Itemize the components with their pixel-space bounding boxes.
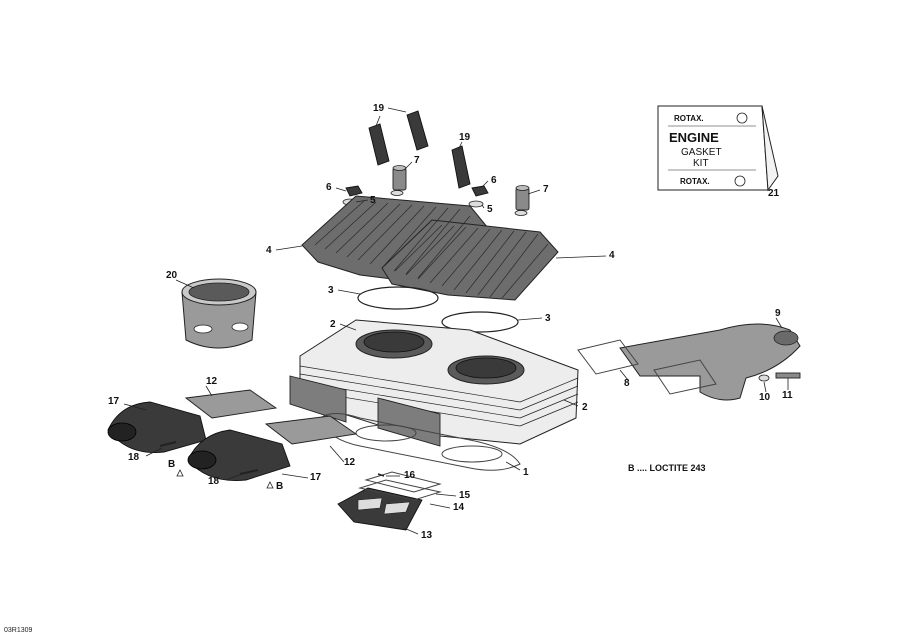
- gasket-kit-box: ROTAX. ENGINE GASKET KIT ROTAX.: [657, 105, 779, 192]
- leader-lines: [123, 107, 789, 535]
- kit-brand-top: ROTAX.: [674, 114, 704, 123]
- callout-11: 11: [782, 390, 793, 401]
- callout-b: B: [168, 459, 175, 470]
- loctite-icon: [176, 469, 184, 477]
- callout-4: 4: [609, 250, 615, 261]
- cylinder-heads: [301, 195, 559, 301]
- kit-title: ENGINE: [669, 130, 719, 145]
- callout-21: 21: [768, 188, 780, 199]
- callout-16: 16: [404, 470, 416, 481]
- nipple-parts: [368, 110, 471, 189]
- brand-logo-icon: [736, 112, 748, 124]
- callout-19: 19: [459, 132, 471, 143]
- callout-20: 20: [166, 270, 178, 281]
- intake-manifolds: [107, 401, 291, 481]
- cylinder-sleeve: [181, 278, 257, 349]
- callout-17: 17: [310, 472, 322, 483]
- callout-15: 15: [459, 490, 471, 501]
- loctite-note: B .... LOCTITE 243: [628, 463, 706, 473]
- callout-17: 17: [108, 396, 120, 407]
- base-gasket: [317, 413, 521, 471]
- o-rings: [357, 286, 519, 333]
- callout-7: 7: [543, 184, 549, 195]
- callout-4: 4: [266, 245, 272, 256]
- kit-brand-bottom: ROTAX.: [680, 177, 710, 186]
- callout-b: B: [276, 481, 283, 492]
- valve-cover-assembly: [337, 471, 442, 531]
- callout-5: 5: [487, 204, 493, 215]
- callout-10: 10: [759, 392, 771, 403]
- kit-subtitle-line2: KIT: [693, 158, 709, 169]
- callout-12: 12: [344, 457, 356, 468]
- callout-2: 2: [330, 319, 336, 330]
- callout-13: 13: [421, 530, 433, 541]
- callout-6: 6: [491, 175, 497, 186]
- callout-2: 2: [582, 402, 588, 413]
- drawing-code: 03R1309: [4, 627, 33, 634]
- callout-3: 3: [545, 313, 551, 324]
- callout-19: 19: [373, 103, 385, 114]
- kit-subtitle-line1: GASKET: [681, 147, 722, 158]
- cylinder-block: [289, 319, 579, 447]
- exhaust-manifold: [577, 323, 801, 401]
- callout-8: 8: [624, 378, 630, 389]
- callout-14: 14: [453, 502, 465, 513]
- callout-18: 18: [208, 476, 220, 487]
- callout-9: 9: [775, 308, 781, 319]
- callout-3: 3: [328, 285, 334, 296]
- callout-labels: 19 19 7 7 6 6 5 5 4 4 3 3 2 2 1 9 8 10 1…: [108, 103, 793, 541]
- brand-logo-icon: [734, 175, 746, 187]
- spacer-parts: [342, 165, 530, 216]
- callout-5: 5: [370, 195, 376, 206]
- callout-6: 6: [326, 182, 332, 193]
- callout-7: 7: [414, 155, 420, 166]
- screws: [159, 441, 274, 489]
- reed-valves: [184, 389, 358, 445]
- callout-18: 18: [128, 452, 140, 463]
- loctite-icon: [266, 481, 274, 489]
- callout-1: 1: [523, 467, 529, 478]
- callout-12: 12: [206, 376, 218, 387]
